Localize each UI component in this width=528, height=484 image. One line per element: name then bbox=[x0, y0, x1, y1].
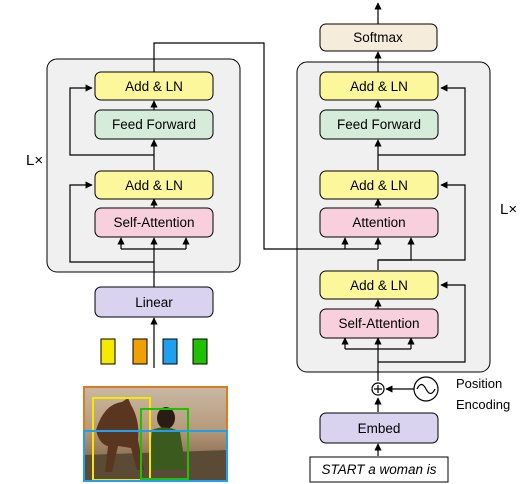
decoder-attention bbox=[319, 207, 439, 238]
decoder-residual-attn bbox=[378, 181, 466, 261]
input-image bbox=[83, 386, 228, 482]
input-text-box bbox=[309, 456, 449, 483]
woman-head bbox=[157, 407, 175, 429]
decoder-residual-self-attn bbox=[378, 281, 466, 363]
encoder-add-ln-top-label: Add & LN bbox=[125, 79, 183, 94]
encoder-connections bbox=[69, 42, 280, 368]
encoder-add-ln-top bbox=[94, 71, 214, 101]
decoder-feed-forward bbox=[319, 109, 439, 140]
decoder-attention-label: Attention bbox=[352, 215, 405, 230]
region-feature-yellow bbox=[100, 338, 116, 365]
softmax-label: Softmax bbox=[353, 30, 403, 45]
position-encoding-label-line1: Position bbox=[456, 376, 502, 391]
decoder-connections bbox=[280, 2, 466, 456]
encoder-feed-forward-label: Feed Forward bbox=[112, 117, 196, 132]
embed-label: Embed bbox=[358, 421, 401, 436]
decoder-repeat-label: L× bbox=[500, 201, 517, 218]
encoder: L× Add & LN Feed bbox=[26, 42, 280, 482]
encoder-residual-1 bbox=[69, 181, 154, 263]
linear-label: Linear bbox=[135, 295, 173, 310]
region-feature-green bbox=[192, 338, 208, 365]
encoder-feed-forward bbox=[94, 109, 214, 140]
encoder-residual-2 bbox=[69, 84, 154, 156]
position-encoding-icon bbox=[413, 376, 439, 402]
position-encoding-label-line2: Encoding bbox=[456, 397, 510, 412]
encoder-repeat-label: L× bbox=[26, 152, 43, 169]
decoder-self-attention-label: Self-Attention bbox=[338, 316, 419, 331]
encoder-self-attention-label: Self-Attention bbox=[113, 215, 194, 230]
region-feature-orange bbox=[132, 338, 148, 365]
decoder-self-attention bbox=[319, 308, 439, 339]
region-box-blue bbox=[83, 430, 228, 482]
woman-body bbox=[148, 427, 186, 470]
decoder: L× bbox=[280, 2, 517, 483]
decoder-add-ln-mid bbox=[319, 170, 439, 200]
decoder-add-ln-bottom-label: Add & LN bbox=[350, 278, 408, 293]
decoder-residual-ff bbox=[378, 84, 466, 156]
decoder-add-ln-top-label: Add & LN bbox=[350, 79, 408, 94]
encoder-add-ln-bottom bbox=[94, 170, 214, 200]
decoder-add-ln-bottom bbox=[319, 270, 439, 300]
encoder-add-ln-bottom-label: Add & LN bbox=[125, 178, 183, 193]
encoder-self-attention bbox=[94, 207, 214, 238]
region-feature-blue bbox=[162, 338, 178, 365]
horse-shape bbox=[96, 398, 144, 472]
decoder-feed-forward-label: Feed Forward bbox=[337, 117, 421, 132]
region-box-green bbox=[140, 408, 189, 480]
region-feature-vectors bbox=[100, 338, 208, 365]
linear-box bbox=[94, 286, 214, 318]
embed-box bbox=[319, 412, 439, 444]
softmax-box bbox=[319, 23, 438, 52]
input-text-label: START a woman is bbox=[321, 462, 436, 477]
encoder-output-line bbox=[153, 42, 280, 250]
decoder-add-ln-mid-label: Add & LN bbox=[350, 178, 408, 193]
add-node bbox=[371, 382, 385, 396]
decoder-add-ln-top bbox=[319, 71, 439, 101]
